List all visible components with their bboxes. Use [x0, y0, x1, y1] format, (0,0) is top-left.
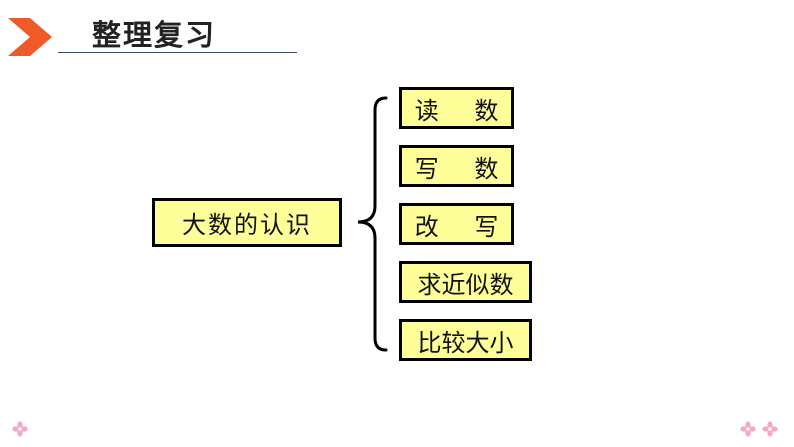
branch-node: 读 数 [399, 87, 514, 129]
branch-node: 比较大小 [399, 319, 532, 361]
branch-node: 求近似数 [399, 261, 532, 303]
brace-connector [357, 96, 388, 352]
page-title: 整理复习 [92, 18, 217, 52]
flower-icon [12, 421, 28, 437]
flower-icon [740, 421, 756, 437]
chevron-right-icon [8, 18, 52, 56]
flower-icon [762, 421, 778, 437]
root-node: 大数的认识 [152, 198, 342, 247]
branch-node: 写 数 [399, 145, 514, 187]
branch-node: 改 写 [399, 203, 514, 245]
title-underline [58, 52, 297, 53]
